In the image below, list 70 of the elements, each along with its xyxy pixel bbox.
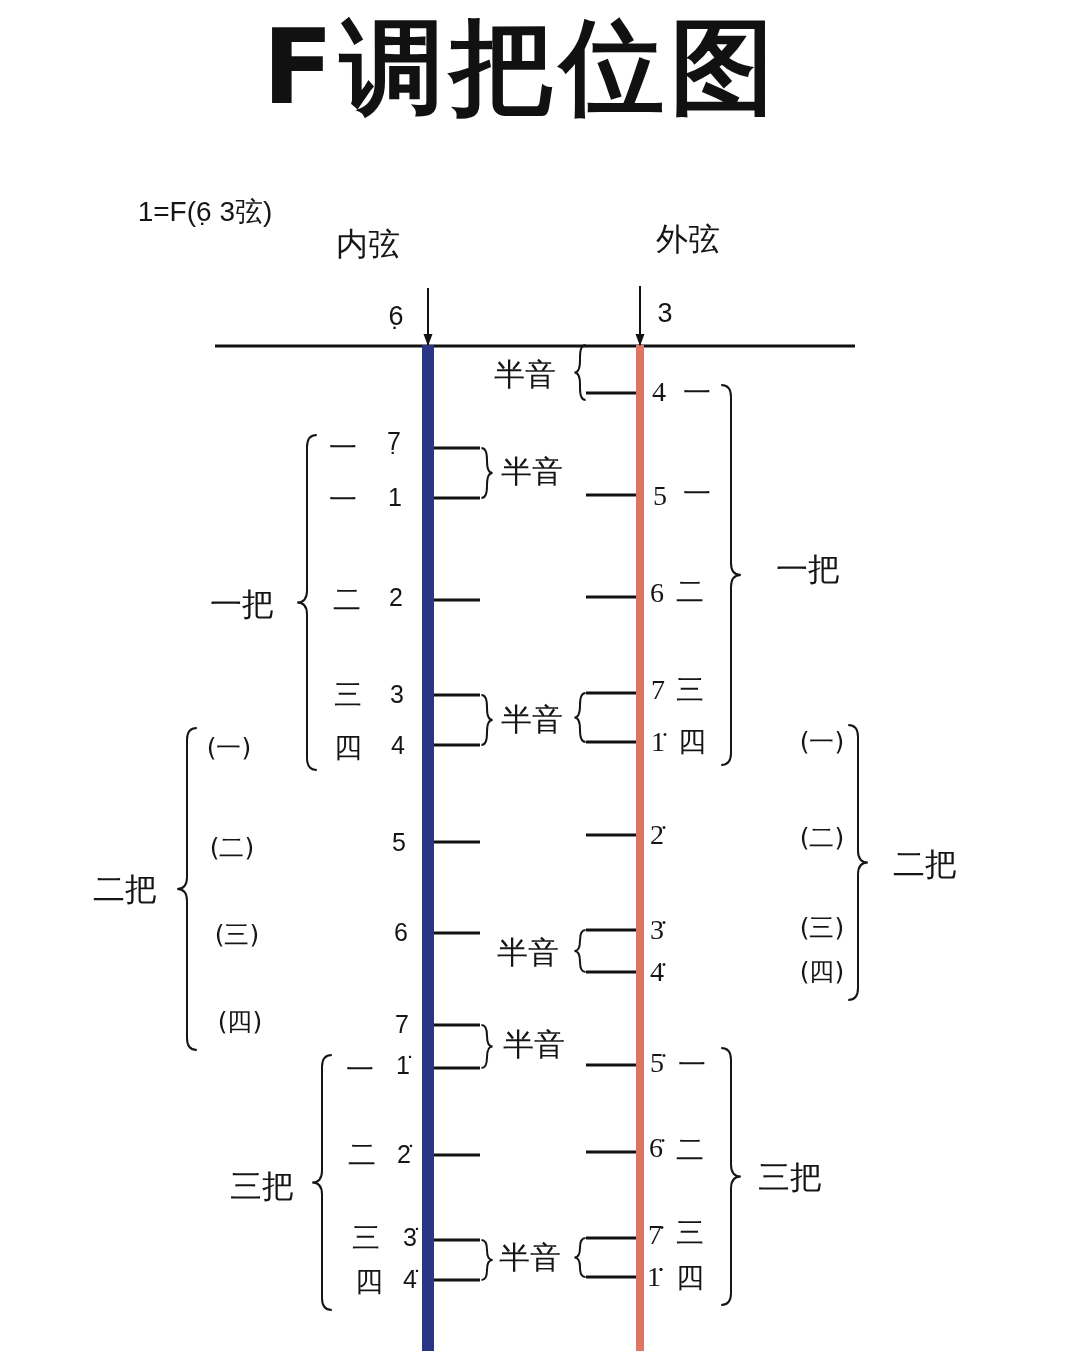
finger-number: 二 [675,574,705,611]
semitone-label: 半音 [493,355,557,395]
note-number: 3̇ [402,1222,419,1254]
note-number: 3̇ [649,913,667,948]
note-number: 2̇ [649,818,667,853]
semitone-label: 半音 [498,1238,562,1278]
finger-number: 四 [677,724,707,761]
finger-number: 四 [675,1260,705,1297]
finger-number: (四) [216,1006,264,1039]
note-number: 4̇ [402,1264,419,1296]
note-number: 7̣ [386,426,402,458]
string-label: 内弦 [335,224,401,266]
note-number: 7 [394,1009,410,1041]
position-label: 一把 [209,584,275,626]
position-label: 二把 [92,869,158,911]
finger-number: 二 [675,1132,705,1169]
finger-number: 二 [332,582,362,619]
finger-number: 一 [345,1052,375,1089]
note-number: 6 [393,917,409,949]
note-number: 5 [391,827,407,859]
note-number: 7 [650,673,666,708]
note-number: 1̇̇ [646,1260,664,1295]
open-string-note: 3 [656,296,674,330]
finger-number: 一 [682,375,712,412]
finger-number: 二 [347,1137,377,1174]
title: F调把位图 [262,10,780,125]
open-string-note: 6̣ [387,299,405,333]
position-label: 一把 [775,549,841,591]
string-label: 外弦 [655,219,721,261]
key-signature: 1=F(6̣ 3弦) [136,195,274,230]
finger-number: 一 [328,430,358,467]
finger-number: (一) [798,726,846,759]
semitone-label: 半音 [500,700,564,740]
finger-number: (三) [213,919,261,952]
note-number: 4 [390,730,406,762]
finger-number: 三 [675,672,705,709]
finger-number: 四 [354,1264,384,1301]
finger-number: (二) [798,822,846,855]
note-number: 2 [388,582,404,614]
note-number: 6 [649,576,665,611]
note-number: 6̇ [648,1131,666,1166]
semitone-label: 半音 [502,1025,566,1065]
finger-number: (二) [208,832,256,865]
note-number: 3 [389,679,405,711]
arrow [423,287,433,346]
note-number: 4 [651,375,667,410]
finger-number: (四) [798,956,846,989]
note-number: 5 [652,479,668,514]
finger-number: 一 [677,1047,707,1084]
finger-number: 一 [682,476,712,513]
note-number: 1̇ [650,725,668,760]
finger-number: 三 [333,677,363,714]
position-label: 二把 [892,844,958,886]
position-label: 三把 [229,1166,295,1208]
finger-number: (三) [798,912,846,945]
arrow [635,285,645,346]
finger-number: 一 [328,482,358,519]
finger-number: 三 [351,1220,381,1257]
finger-number: 三 [675,1215,705,1252]
note-number: 7̇ [647,1218,665,1253]
semitone-label: 半音 [500,452,564,492]
note-number: 1̇ [395,1050,412,1082]
finger-number: 四 [333,730,363,767]
note-number: 1 [387,482,403,514]
semitone-label: 半音 [496,933,560,973]
position-label: 三把 [757,1157,823,1199]
note-number: 4̇ [649,955,667,990]
finger-number: (一) [205,732,253,765]
note-number: 5̇ [649,1046,667,1081]
note-number: 2̇ [396,1139,413,1171]
